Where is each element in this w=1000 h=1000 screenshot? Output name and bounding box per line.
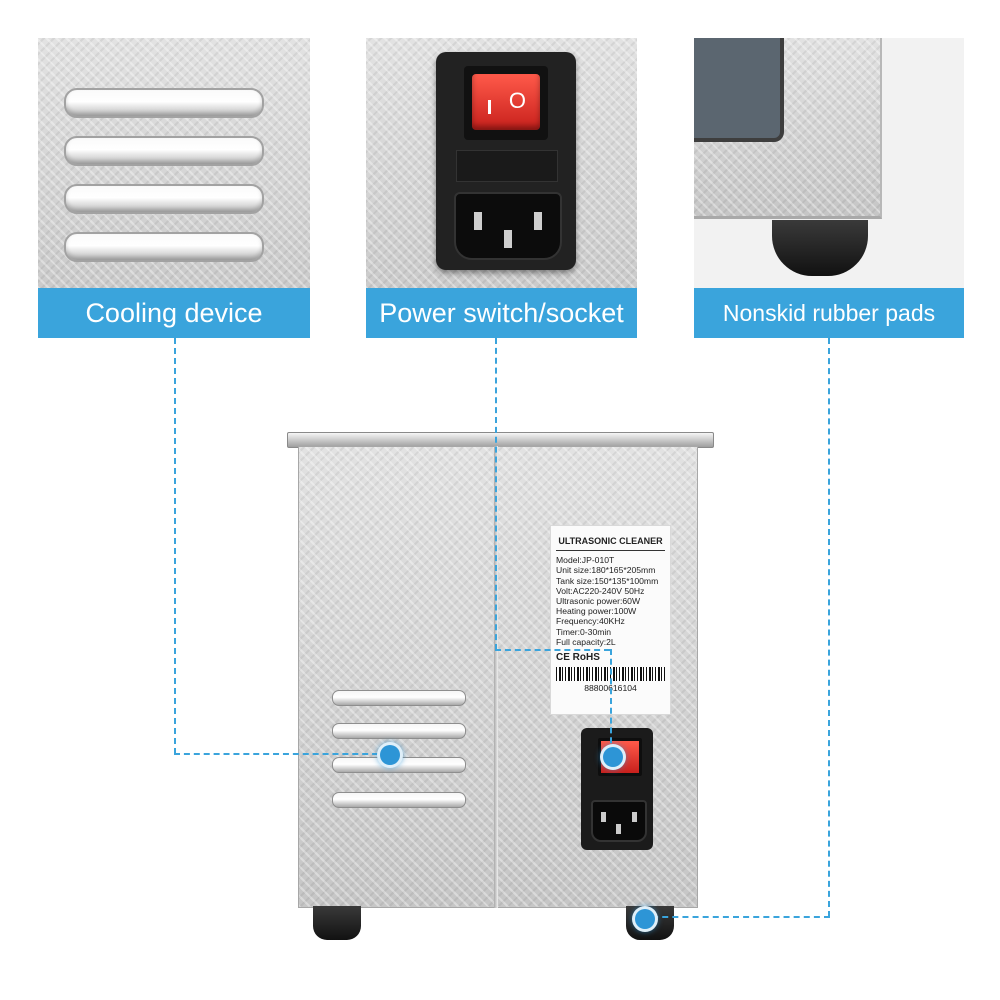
caption-nonskid-rubber-pads: Nonskid rubber pads — [694, 288, 964, 338]
certification-marks: CE RoHS — [556, 652, 600, 664]
cooling-vent-small — [332, 792, 466, 808]
switch-symbol: O — [508, 88, 526, 113]
body-corner-seam — [494, 446, 498, 908]
socket-pin — [601, 812, 606, 822]
spec-label-title: ULTRASONIC CLEANER — [556, 526, 665, 552]
power-module: O — [436, 52, 576, 270]
cooling-device-panel: Cooling device — [38, 38, 310, 338]
caption-power-switch-socket: Power switch/socket — [366, 288, 637, 338]
iec-socket-small — [591, 800, 647, 842]
socket-pin — [616, 824, 621, 834]
cooling-vent — [64, 184, 264, 214]
cooling-vent — [64, 88, 264, 118]
spec-line: Ultrasonic power:60W — [556, 596, 641, 607]
rocker-switch: O — [472, 74, 540, 130]
leader-line-power — [495, 338, 497, 650]
cooling-vent — [64, 232, 264, 262]
leader-line-pads — [642, 916, 830, 918]
rubber-pad — [772, 220, 868, 276]
socket-pin — [504, 230, 512, 248]
power-socket-panel: O Power switch/socket — [366, 38, 637, 338]
callout-dot-power — [600, 744, 626, 770]
spec-line: Volt:AC220-240V 50Hz — [556, 585, 645, 596]
spec-line: Heating power:100W — [556, 606, 637, 617]
socket-pin — [534, 212, 542, 230]
fuse-holder — [456, 150, 558, 182]
leader-line-power — [495, 649, 610, 651]
iec-socket — [454, 192, 562, 260]
control-panel-edge — [694, 38, 784, 142]
socket-pin — [632, 812, 637, 822]
spec-line: Full capacity:2L — [556, 636, 616, 647]
callout-dot-pads — [632, 906, 658, 932]
cooling-vent — [64, 136, 264, 166]
spec-line: Unit size:180*165*205mm — [556, 565, 656, 576]
callout-dot-cooling — [377, 742, 403, 768]
leader-line-cooling — [174, 338, 176, 754]
spec-line: Timer:0-30min — [556, 626, 612, 637]
cooling-vent-small — [332, 723, 466, 739]
switch-bar-icon — [488, 100, 491, 114]
spec-line: Tank size:150*135*100mm — [556, 575, 659, 586]
spec-line: Model:JP-010T — [556, 555, 615, 566]
cooling-vent-small — [332, 690, 466, 706]
leader-line-power — [610, 649, 612, 753]
spec-line: Frequency:40KHz — [556, 616, 625, 627]
caption-cooling-device: Cooling device — [38, 288, 310, 338]
leader-line-pads — [828, 338, 830, 917]
leader-line-cooling — [174, 753, 388, 755]
rubber-pads-panel: Nonskid rubber pads — [694, 38, 964, 338]
rubber-foot — [313, 906, 361, 940]
socket-pin — [474, 212, 482, 230]
